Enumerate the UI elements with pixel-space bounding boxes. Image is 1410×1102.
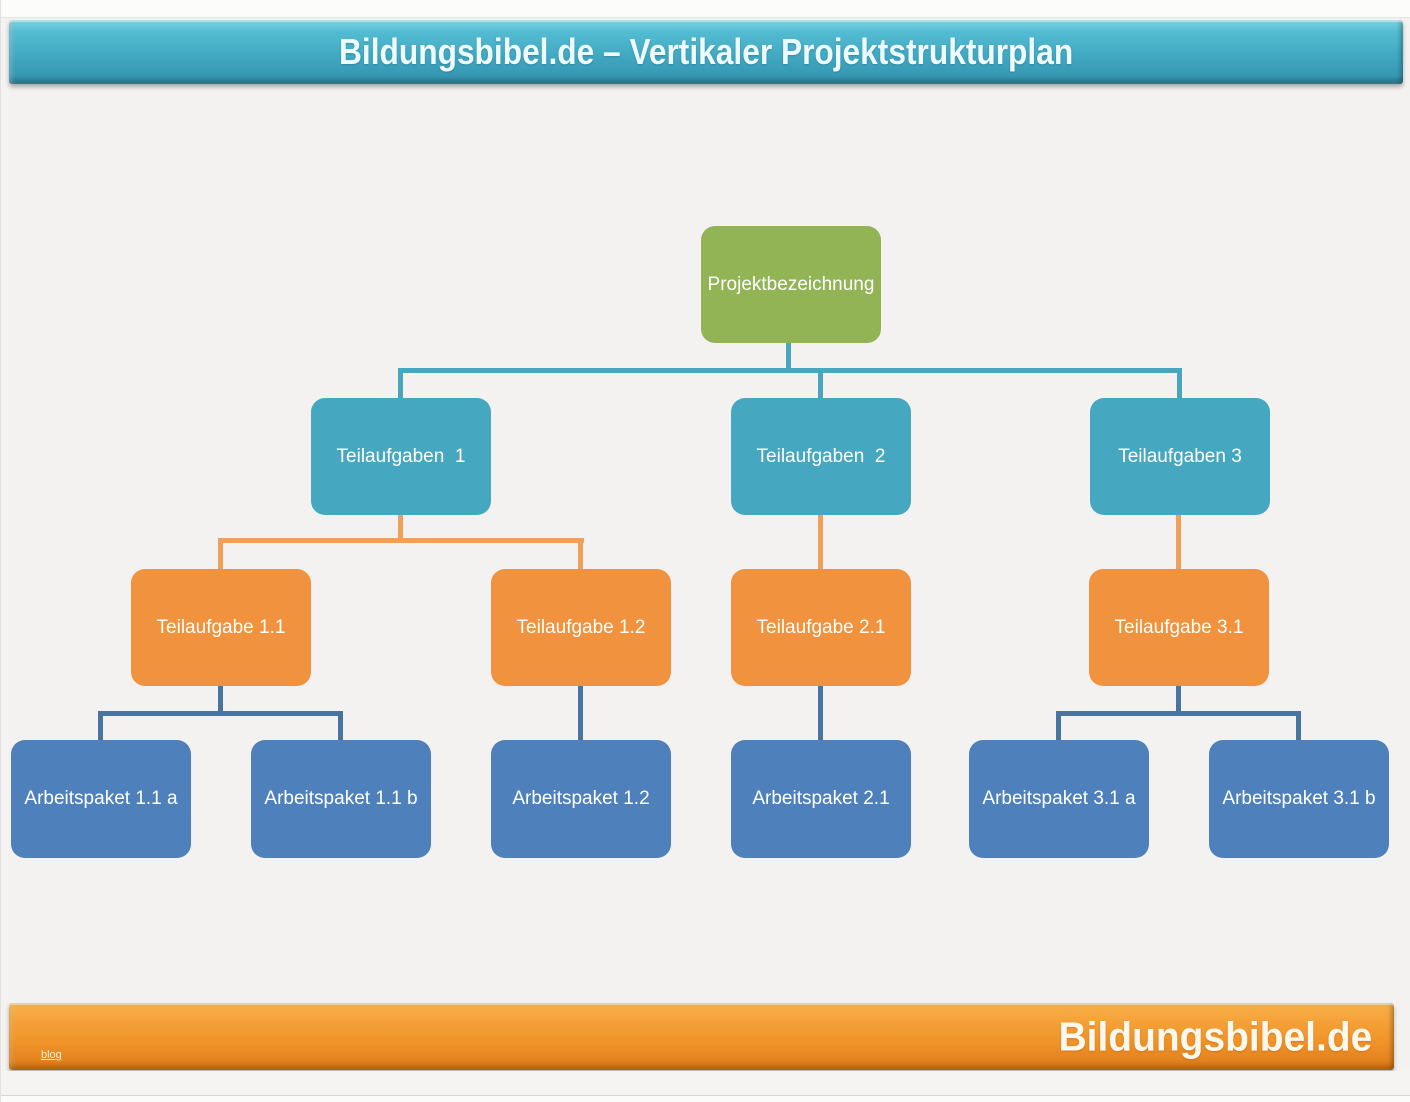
connector-root-horizontal: [398, 368, 1182, 373]
connector-t31-stub: [1176, 686, 1181, 714]
node-label: Teilaufgaben 2: [756, 445, 886, 467]
node-label: Arbeitspaket 3.1 b: [1222, 788, 1376, 809]
header-banner: Bildungsbibel.de – Vertikaler Projektstr…: [9, 20, 1403, 84]
node-label: Teilaufgabe 3.1: [1114, 616, 1244, 638]
connector-drop-teilaufgabe-1-2: [578, 538, 583, 569]
top-strip: [1, 0, 1410, 18]
node-label: Arbeitspaket 1.2: [512, 788, 650, 809]
connector-drop-arbeitspaket-1-1-b: [338, 711, 343, 740]
node-arbeitspaket-3-1-a: Arbeitspaket 3.1 a: [969, 740, 1149, 858]
connector-drop-teilaufgabe-1-1: [218, 538, 223, 569]
connector-drop-teilaufgabe-3-1: [1176, 514, 1181, 569]
connector-drop-teilaufgaben-1: [398, 368, 403, 398]
node-arbeitspaket-1-1-b: Arbeitspaket 1.1 b: [251, 740, 431, 858]
footer-banner: blog Bildungsbibel.de: [9, 1003, 1394, 1070]
connector-drop-teilaufgaben-2: [818, 368, 823, 398]
node-teilaufgaben-3: Teilaufgaben 3: [1090, 398, 1270, 515]
node-teilaufgaben-1: Teilaufgaben 1: [311, 398, 491, 515]
node-arbeitspaket-1-2: Arbeitspaket 1.2: [491, 740, 671, 858]
bottom-strip: [1, 1071, 1410, 1096]
node-label: Teilaufgabe 1.1: [156, 616, 286, 638]
connector-t1-stub: [398, 514, 403, 542]
connector-drop-teilaufgaben-3: [1177, 368, 1182, 398]
connector-drop-teilaufgabe-2-1: [818, 514, 823, 569]
connector-drop-arbeitspaket-3-1-a: [1056, 711, 1061, 740]
node-arbeitspaket-3-1-b: Arbeitspaket 3.1 b: [1209, 740, 1389, 858]
node-label: Arbeitspaket 3.1 a: [982, 788, 1136, 809]
node-arbeitspaket-2-1: Arbeitspaket 2.1: [731, 740, 911, 858]
node-projektbezeichnung: Projektbezeichnung: [701, 226, 881, 343]
node-label: Arbeitspaket 1.1 a: [24, 788, 178, 809]
connector-t31-horizontal: [1056, 711, 1301, 716]
bottom-strip-2: [1, 1096, 1410, 1102]
node-teilaufgabe-3-1: Teilaufgabe 3.1: [1089, 569, 1269, 686]
node-label: Arbeitspaket 1.1 b: [264, 788, 418, 809]
connector-drop-arbeitspaket-2-1: [818, 686, 823, 740]
node-teilaufgabe-2-1: Teilaufgabe 2.1: [731, 569, 911, 686]
node-label: Teilaufgaben 3: [1118, 445, 1242, 467]
connector-t11-horizontal: [98, 711, 343, 716]
node-label: Teilaufgabe 2.1: [756, 616, 886, 638]
connector-root-stub: [786, 343, 791, 373]
blog-link[interactable]: blog: [41, 1049, 62, 1061]
node-label: Teilaufgabe 1.2: [516, 616, 646, 638]
node-teilaufgabe-1-2: Teilaufgabe 1.2: [491, 569, 671, 686]
node-teilaufgaben-2: Teilaufgaben 2: [731, 398, 911, 515]
node-teilaufgabe-1-1: Teilaufgabe 1.1: [131, 569, 311, 686]
connector-drop-arbeitspaket-1-2: [578, 686, 583, 740]
page-title: Bildungsbibel.de – Vertikaler Projektstr…: [338, 31, 1074, 72]
connector-t11-stub: [218, 686, 223, 714]
footer-brand: Bildungsbibel.de: [1058, 1013, 1372, 1059]
connector-drop-arbeitspaket-3-1-b: [1296, 711, 1301, 740]
connector-drop-arbeitspaket-1-1-a: [98, 711, 103, 740]
node-label: Arbeitspaket 2.1: [752, 788, 890, 809]
node-label: Projektbezeichnung: [707, 273, 875, 295]
connector-t1-horizontal: [218, 538, 584, 543]
node-arbeitspaket-1-1-a: Arbeitspaket 1.1 a: [11, 740, 191, 858]
node-label: Teilaufgaben 1: [336, 445, 466, 467]
